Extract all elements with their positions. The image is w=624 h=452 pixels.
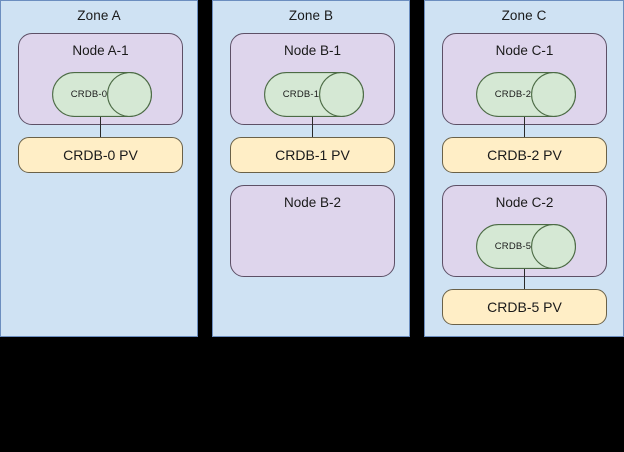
pv-crdb-2[interactable]: CRDB-2 PV xyxy=(442,137,607,173)
pv-crdb-5-label: CRDB-5 PV xyxy=(487,299,562,315)
pv-crdb-5[interactable]: CRDB-5 PV xyxy=(442,289,607,325)
pv-crdb-2-label: CRDB-2 PV xyxy=(487,147,562,163)
node-a-1-title: Node A-1 xyxy=(72,43,129,58)
node-c-2[interactable]: Node C-2 CRDB-5 xyxy=(442,185,607,277)
pod-crdb-5[interactable]: CRDB-5 xyxy=(476,224,576,269)
pod-crdb-2[interactable]: CRDB-2 xyxy=(476,72,576,117)
zone-c[interactable]: Zone C Node C-1 CRDB-2 CRDB-2 PV Node C-… xyxy=(424,0,624,337)
node-a-1[interactable]: Node A-1 CRDB-0 xyxy=(18,33,183,125)
connector-node-c-2-to-pv xyxy=(524,269,525,290)
pv-crdb-1[interactable]: CRDB-1 PV xyxy=(230,137,395,173)
pod-crdb-1[interactable]: CRDB-1 xyxy=(264,72,364,117)
zone-a[interactable]: Zone A Node A-1 CRDB-0 CRDB-0 PV xyxy=(0,0,198,337)
connector-node-c-1-to-pv xyxy=(524,117,525,138)
node-c-2-title: Node C-2 xyxy=(495,195,554,210)
zone-c-title: Zone C xyxy=(501,8,547,23)
pv-crdb-0[interactable]: CRDB-0 PV xyxy=(18,137,183,173)
node-c-1-title: Node C-1 xyxy=(495,43,554,58)
pod-crdb-0[interactable]: CRDB-0 xyxy=(52,72,152,117)
zone-b[interactable]: Zone B Node B-1 CRDB-1 CRDB-1 PV Node B-… xyxy=(212,0,410,337)
zone-a-title: Zone A xyxy=(77,8,121,23)
zone-b-title: Zone B xyxy=(288,8,334,23)
node-c-1[interactable]: Node C-1 CRDB-2 xyxy=(442,33,607,125)
pv-crdb-1-label: CRDB-1 PV xyxy=(275,147,350,163)
node-b-2[interactable]: Node B-2 xyxy=(230,185,395,277)
node-b-2-title: Node B-2 xyxy=(283,195,342,210)
node-b-1-title: Node B-1 xyxy=(283,43,342,58)
node-b-1[interactable]: Node B-1 CRDB-1 xyxy=(230,33,395,125)
connector-node-b-1-to-pv xyxy=(312,117,313,138)
pv-crdb-0-label: CRDB-0 PV xyxy=(63,147,138,163)
connector-node-a-1-to-pv xyxy=(100,117,101,138)
